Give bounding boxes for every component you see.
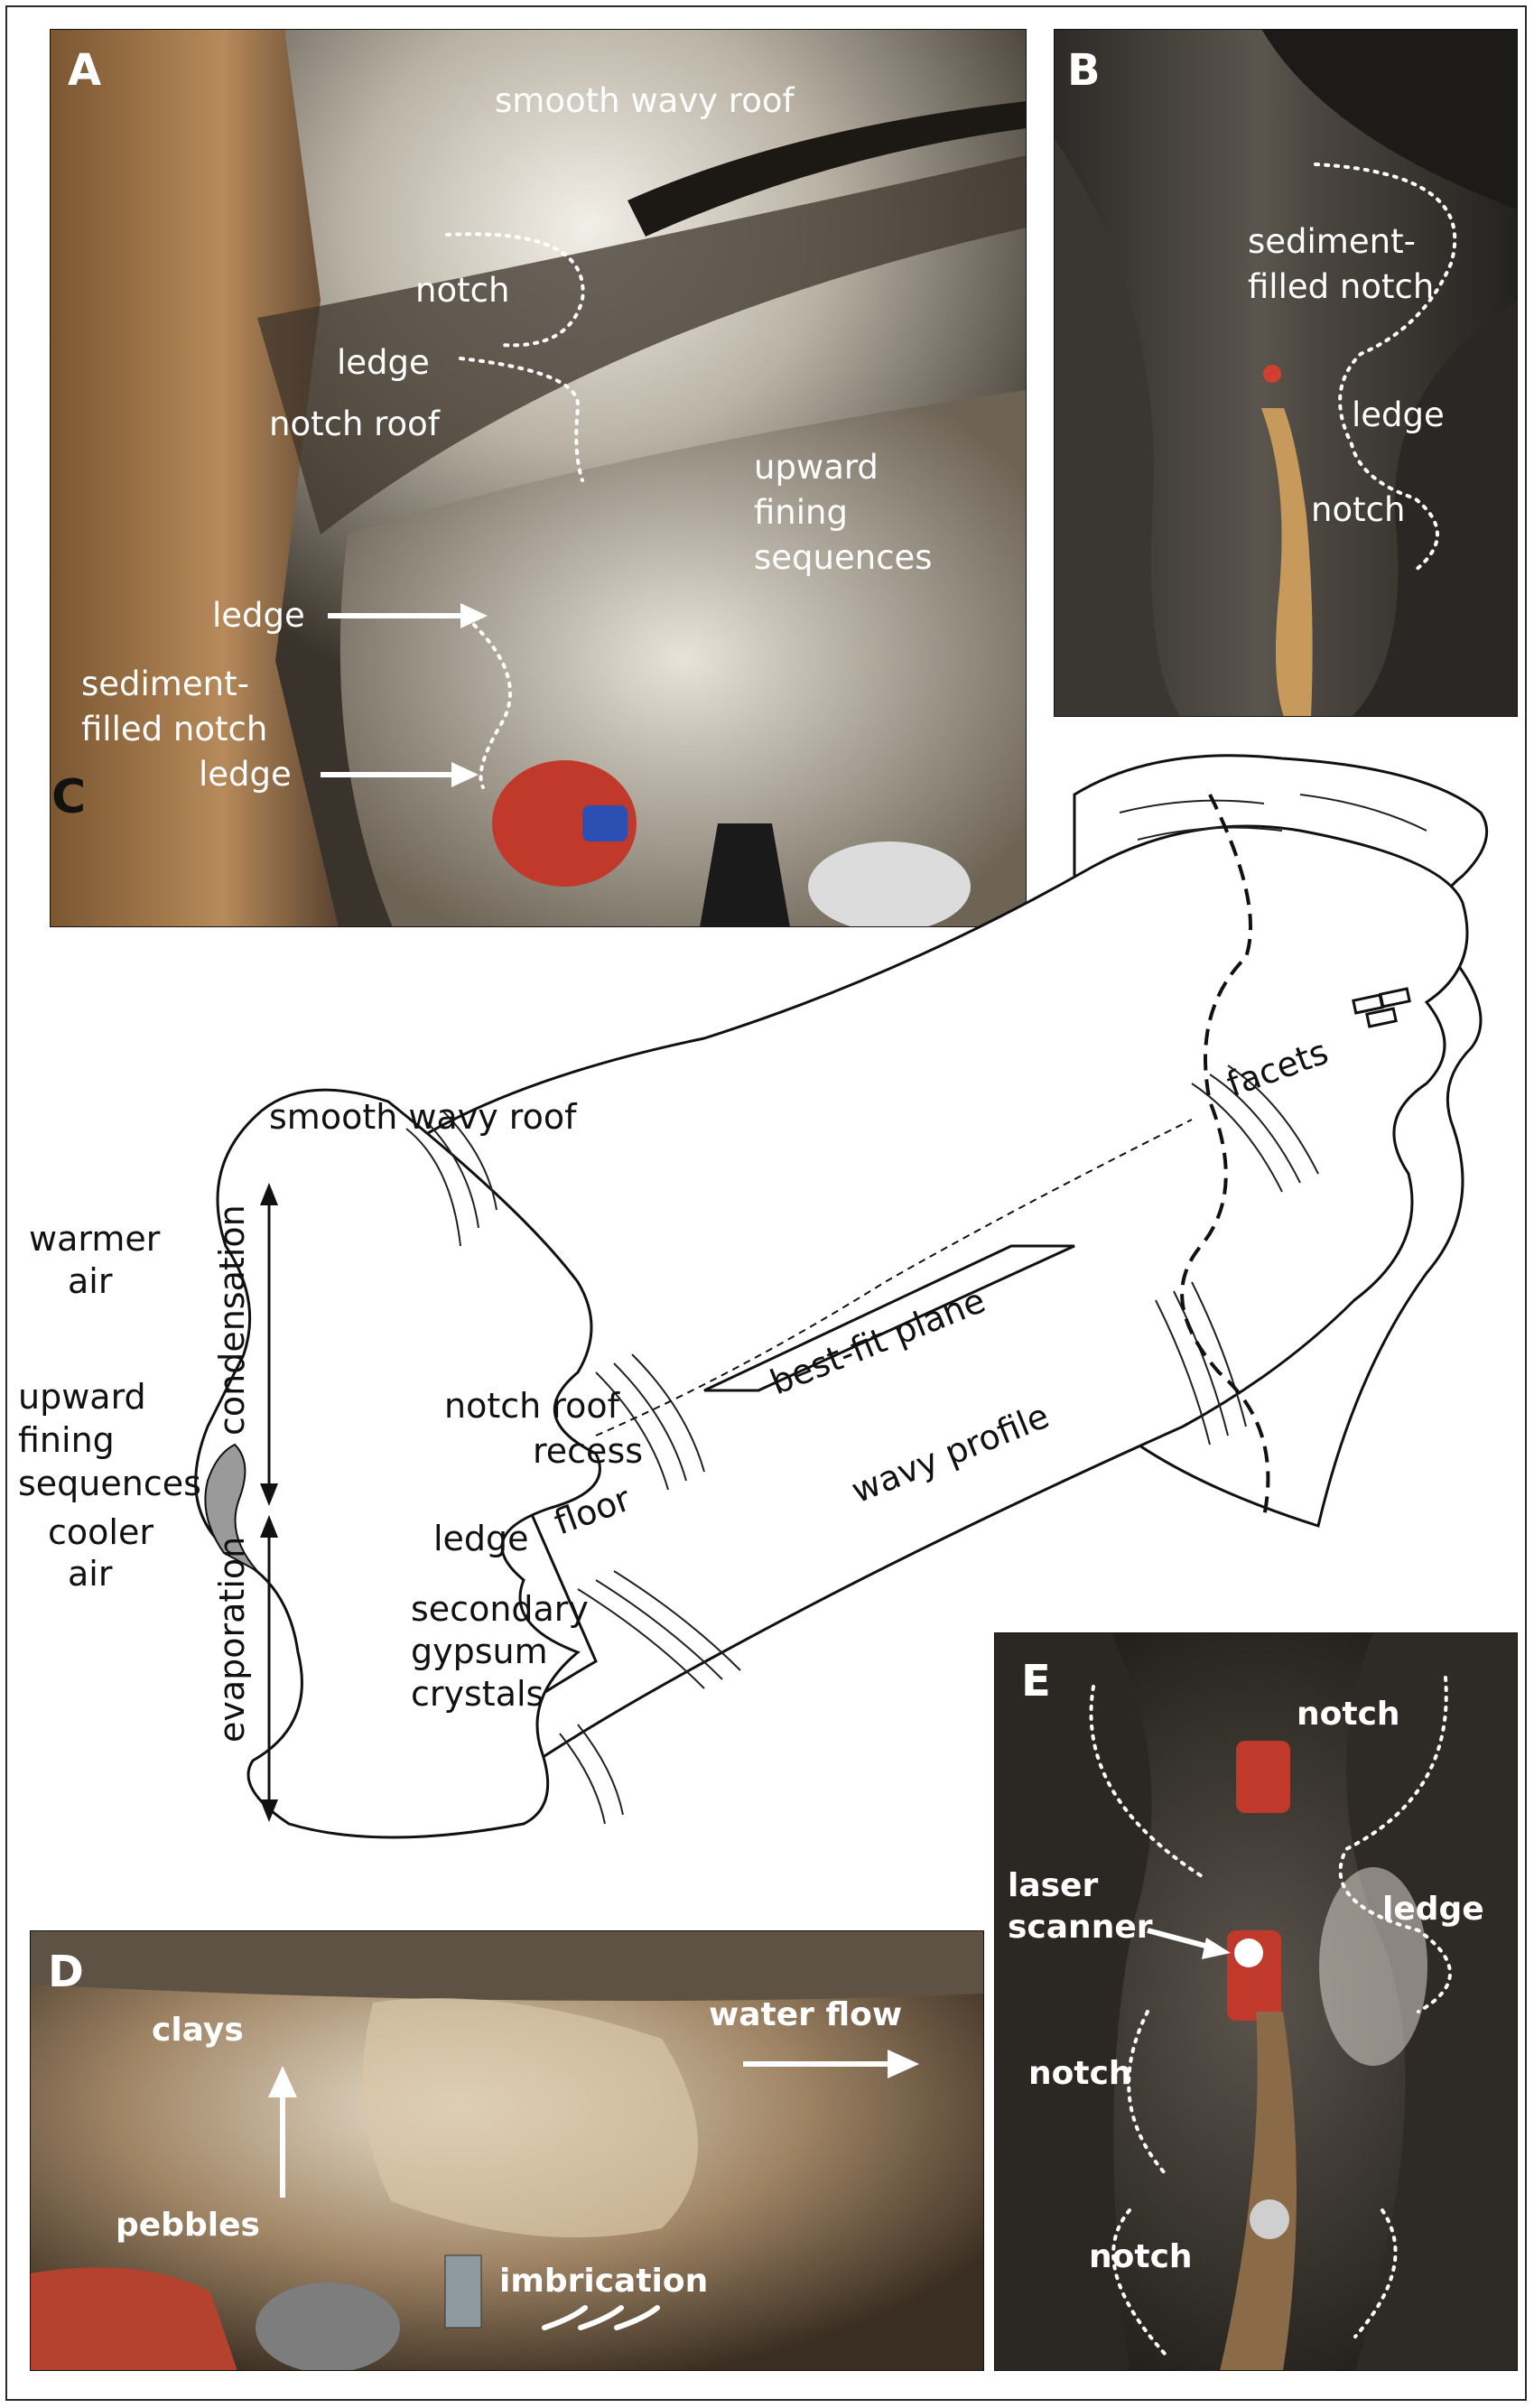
panel-d-imbrication-marks [542,2305,660,2330]
panel-a-notch: notch [415,271,509,310]
panel-e-caver-top [1236,1741,1290,1813]
panel-b-sediment-line2: filled notch [1248,267,1434,306]
panel-d-glove [256,2282,400,2371]
panel-a-roof-crack [628,101,1027,237]
panel-c-ledge: ledge [433,1519,529,1558]
panel-a-ledge-arrow-bottom [321,762,479,787]
panel-a-ledge-top: ledge [337,343,430,382]
panel-d-ceiling [30,1930,984,2001]
panel-b-label: B [1067,45,1101,96]
panel-b-photo: B sediment- filled notch ledge notch [1054,29,1518,717]
panel-e-laser-arrow [1147,1928,1231,1959]
panel-d-photo: D clays water flow pebbles imbrication [30,1930,984,2371]
panel-e-laser-light [1234,1938,1263,1967]
panel-d-water-flow: water flow [709,1996,902,2033]
panel-c-diagram: C smooth wavy roof warmer air condensati… [18,740,1517,1860]
panel-a-camera [700,823,790,927]
panel-c-label: C [51,770,86,824]
panel-c-condensation-arrow [260,1183,278,1506]
panel-c-sediment-wedge [204,1443,258,1572]
panel-e-floor [1220,2012,1297,2371]
panel-a-smooth-wavy-roof: smooth wavy roof [495,81,795,120]
panel-c-best-fit-plane-shape [703,1244,1075,1392]
panel-b-floor-lit [1261,408,1313,717]
panel-a-sediment-outline [472,623,512,789]
panel-b-ledge: ledge [1352,395,1445,434]
panel-c-upward-line2: fining [18,1420,115,1460]
panel-c-warmer-line2: air [68,1261,113,1301]
panel-c-tube-body [377,824,1469,1827]
panel-d-flow-arrow [743,2050,919,2078]
panel-a-ledge-bottom: ledge [199,755,292,794]
panel-a-notch-outline [445,232,585,348]
panel-d-imbrication: imbrication [499,2263,708,2300]
panel-e-notch-top: notch [1297,1696,1400,1733]
panel-c-dashed-plane [595,1119,1193,1436]
panel-a-upward-line3: sequences [754,538,933,577]
panel-a-upward-line2: fining [754,493,848,532]
panel-e-photo: E notch ledge laser scanner notch notch [994,1632,1518,2371]
panel-c-evaporation: evaporation [212,1537,252,1743]
panel-e-light-patch [1319,1867,1427,2066]
panel-a-photo: A smooth wavy roof notch ledge notch roo… [50,29,1027,927]
panel-e-notch-right-lower [1353,2208,1398,2338]
panel-c-evaporation-arrow [260,1515,278,1822]
panel-d-arm [30,2267,237,2371]
panel-d-pebbles: pebbles [116,2207,260,2244]
panel-a-sediment-line1: sediment- [81,665,249,703]
panel-b-right-wall [1352,300,1518,717]
panel-a-upward-line1: upward [754,448,879,487]
panel-a-left-wall [50,29,339,927]
panel-a-notch-shadow [257,155,1027,535]
panel-c-smooth-wavy-roof: smooth wavy roof [269,1097,578,1137]
panel-a-notch-roof: notch roof [269,404,441,443]
panel-e-ledge: ledge [1382,1891,1484,1928]
panel-c-warmer-line1: warmer [29,1219,161,1259]
panel-c-cross-section [194,1088,601,1839]
panel-e-notch-right [1338,1676,1452,2013]
panel-b-caver [1263,365,1281,383]
panel-a-glove [808,841,971,927]
panel-c-cooler-line1: cooler [48,1512,153,1552]
panel-e-left-wall [994,1632,1152,2371]
panel-b-upper-rock [1054,29,1518,209]
panel-c-facets-mark [1352,987,1411,1028]
panel-c-secondary-line1: secondary [411,1589,589,1629]
panel-b-left-wall [1054,137,1180,717]
panel-d-label: D [48,1947,84,1997]
panel-e-caver-bottom [1250,2199,1289,2239]
panel-a-ledge-arrow-mid [328,603,488,628]
panel-d-compass [444,2255,482,2329]
panel-e-label: E [1021,1656,1051,1706]
panel-e-notch-mid: notch [1028,2055,1132,2092]
panel-e-notch-bottom: notch [1089,2238,1193,2275]
panel-a-headlamp [582,805,628,841]
panel-d-clays: clays [152,2012,244,2049]
panel-c-notch-roof: notch roof [444,1386,621,1426]
panel-a-ledge-mid: ledge [212,596,305,635]
panel-d-pebble-bed [362,1998,698,2237]
panel-c-upward-line1: upward [18,1377,146,1417]
panel-c-secondary-line3: crystals [411,1674,544,1714]
panel-b-notch: notch [1311,490,1405,529]
panel-c-recess: recess [533,1431,643,1471]
panel-c-secondary-line2: gypsum [411,1632,548,1671]
panel-e-laser-line2: scanner [1008,1909,1153,1946]
panel-c-upward-line3: sequences [18,1464,201,1503]
panel-a-helmet [492,760,637,887]
panel-e-laser-line1: laser [1008,1867,1098,1904]
panel-c-cooler-line2: air [68,1554,113,1594]
panel-a-notch-roof-outline [459,357,584,482]
panel-a-sediment-line2: filled notch [81,710,267,748]
panel-c-condensation: condensation [212,1204,252,1436]
panel-c-hatching [405,794,1427,1825]
panel-e-notch-left-mid [1127,2010,1167,2176]
panel-d-upward-arrow [268,2066,297,2198]
panel-c-dashed-profile [1180,794,1270,1518]
panel-b-notch-outline [1314,163,1457,572]
panel-a-label: A [68,45,101,96]
panel-b-sediment-line1: sediment- [1248,222,1416,261]
